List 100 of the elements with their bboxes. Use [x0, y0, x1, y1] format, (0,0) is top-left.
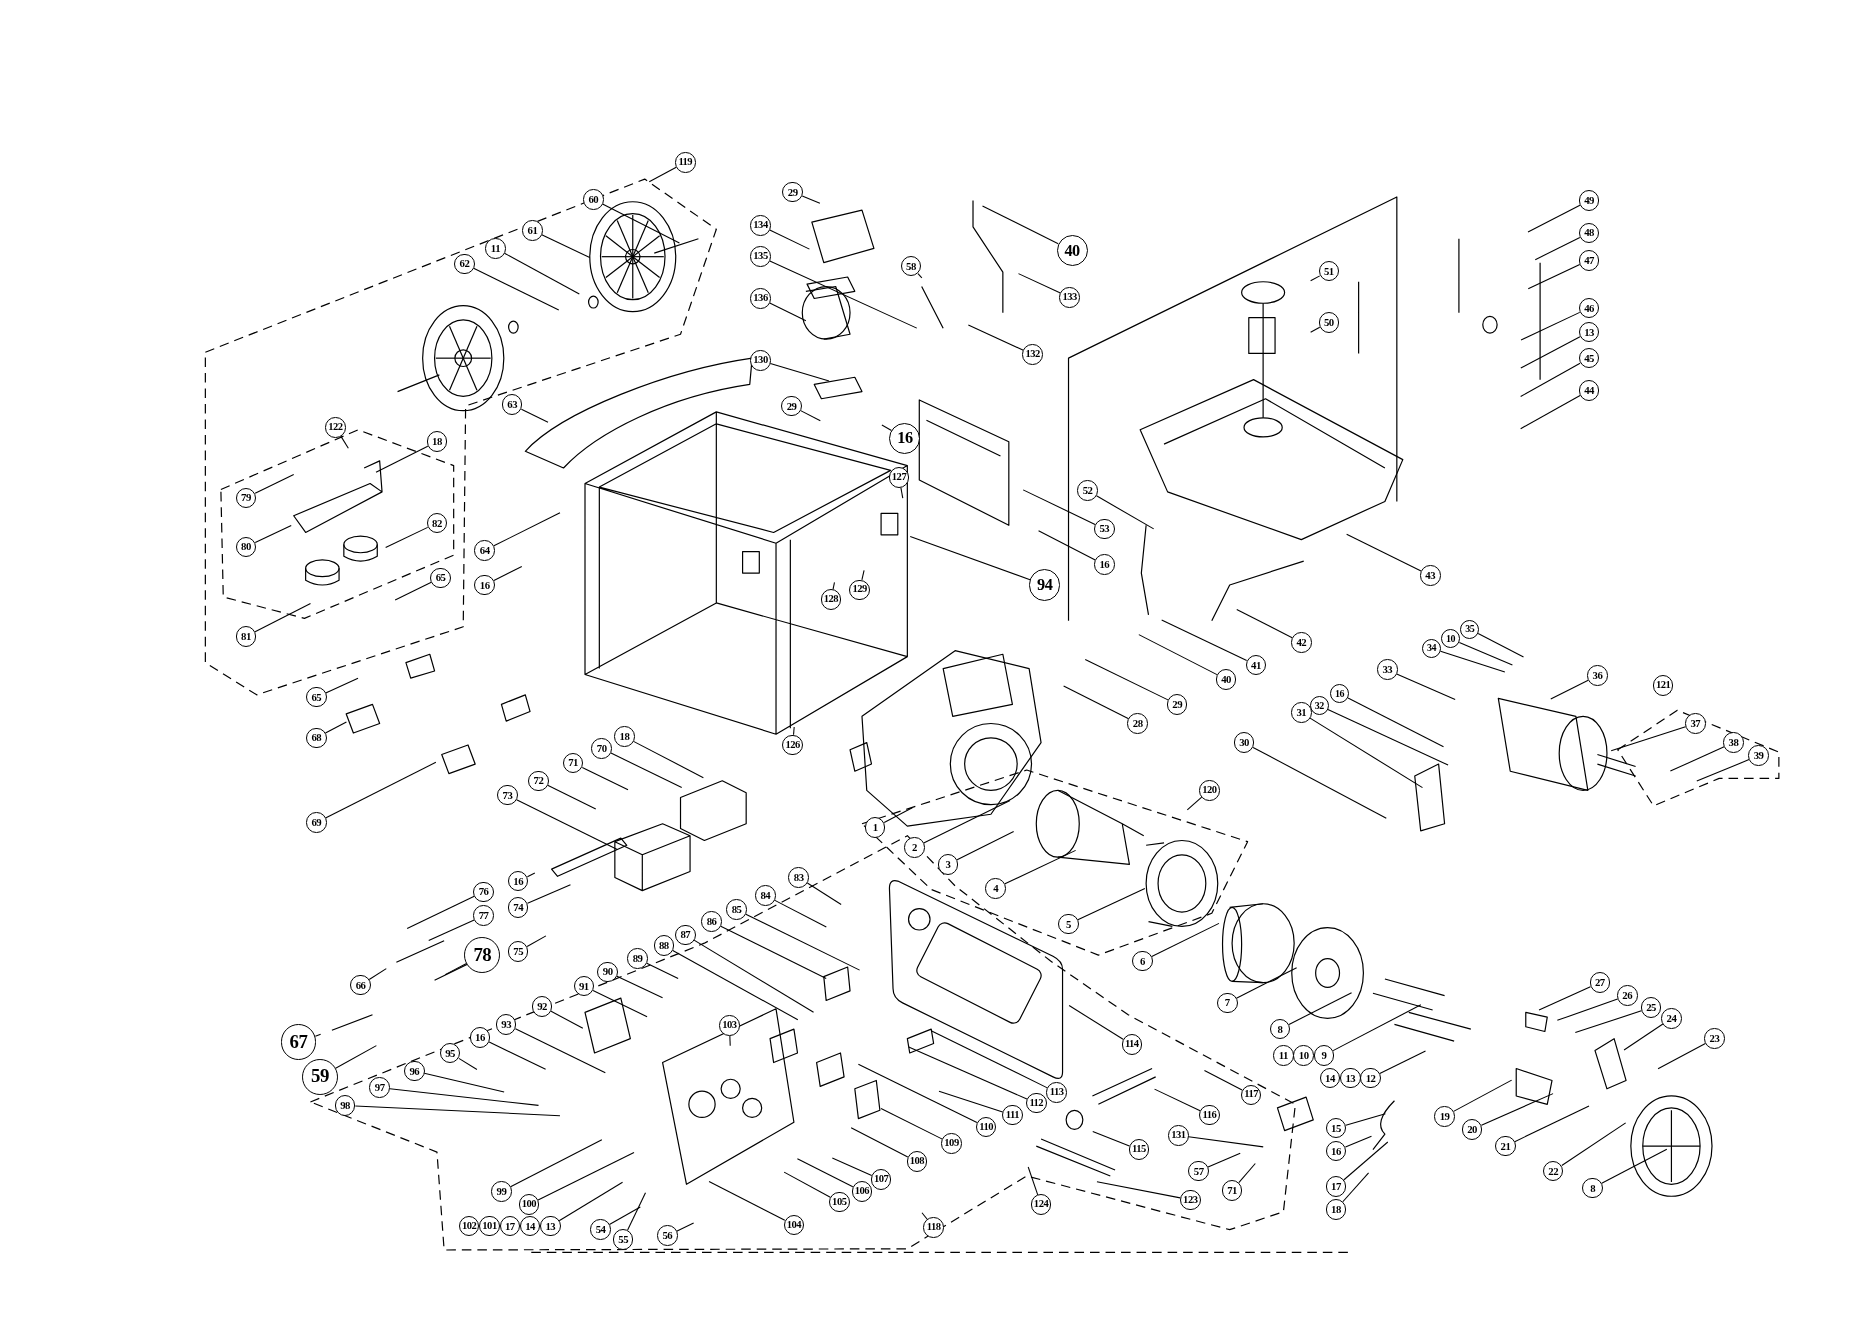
leader-line: [1534, 236, 1581, 261]
leader-line: [1327, 709, 1449, 766]
callout-number: 29: [1166, 694, 1188, 715]
callout-number: 18: [614, 726, 635, 747]
callout-number: 11: [1273, 1045, 1294, 1066]
callout-number: 14: [519, 1215, 541, 1237]
callout-number: 131: [1168, 1125, 1189, 1146]
callout-number: 37: [1685, 713, 1706, 734]
callout-number: 109: [941, 1133, 962, 1154]
leader-line: [385, 526, 429, 549]
callout-number: 135: [750, 246, 771, 267]
leader-line: [1236, 608, 1293, 639]
callout-number: 15: [1325, 1117, 1347, 1139]
leader-line: [1203, 1069, 1243, 1091]
leader-line: [773, 899, 827, 928]
leader-line: [1310, 326, 1321, 333]
callout-number: 16: [507, 870, 529, 892]
callout-number: 29: [782, 181, 803, 203]
leader-line: [1186, 796, 1203, 811]
leader-line: [1207, 1152, 1241, 1168]
callout-number: 100: [518, 1194, 540, 1215]
leader-line: [1096, 1181, 1181, 1199]
callout-number: 33: [1377, 659, 1398, 680]
callout-number: 14: [1319, 1067, 1341, 1089]
leader-line: [354, 1105, 561, 1117]
callout-number: 104: [783, 1214, 805, 1236]
leader-line: [1669, 746, 1725, 772]
callout-number: 3: [937, 854, 959, 875]
leader-line: [1344, 1135, 1372, 1148]
leader-line: [1235, 967, 1298, 999]
callout-number: 19: [1434, 1106, 1455, 1127]
leader-line: [1347, 697, 1445, 748]
callout-number: 114: [1121, 1034, 1143, 1055]
callout-number: 46: [1578, 297, 1600, 319]
callout-number: 42: [1291, 632, 1312, 653]
callout-number: 52: [1077, 480, 1098, 501]
callout-number: 133: [1059, 287, 1080, 308]
leader-line: [510, 1139, 603, 1188]
callout-number: 26: [1617, 985, 1638, 1006]
leader-line: [1309, 717, 1424, 789]
callout-number: 65: [306, 686, 327, 708]
leader-line: [1154, 1088, 1201, 1112]
leader-line: [917, 273, 923, 279]
leader-line: [708, 1180, 786, 1221]
leader-line: [1188, 1136, 1264, 1148]
leader-line: [368, 968, 387, 980]
callout-number: 29: [781, 395, 802, 417]
leader-line: [340, 435, 349, 449]
callout-number: 73: [497, 784, 518, 806]
leader-line: [428, 919, 475, 942]
callout-number: 47: [1578, 250, 1600, 271]
leader-line: [693, 939, 815, 1013]
leader-line: [526, 872, 536, 878]
leader-line: [325, 761, 437, 819]
callout-number: 56: [657, 1225, 678, 1246]
leader-line: [1396, 673, 1456, 701]
callout-number: 116: [1199, 1104, 1220, 1126]
callout-number: 6: [1132, 950, 1153, 972]
callout-number: 95: [439, 1042, 461, 1064]
callout-number: 18: [1325, 1199, 1347, 1220]
callout-number: 66: [350, 974, 371, 996]
callout-number: 24: [1661, 1008, 1682, 1029]
leader-line: [1520, 336, 1581, 369]
callout-number: 39: [1748, 745, 1769, 766]
leader-line: [646, 962, 679, 980]
callout-number: 40: [1056, 235, 1088, 267]
leader-line: [938, 1090, 1004, 1113]
leader-line: [880, 1107, 943, 1140]
leader-line: [796, 1158, 854, 1188]
leader-line: [1453, 1079, 1513, 1112]
leader-line: [1151, 922, 1220, 958]
callout-number: 23: [1704, 1028, 1725, 1049]
leader-line: [921, 1212, 928, 1220]
callout-number: 127: [888, 467, 910, 488]
leader-line: [1458, 641, 1513, 666]
leader-line: [1343, 1141, 1389, 1181]
leader-line: [537, 1152, 635, 1201]
callout-number: 88: [653, 935, 675, 956]
callout-number: 68: [306, 727, 327, 749]
callout-number: 13: [540, 1215, 561, 1237]
leader-line: [909, 536, 1031, 581]
leader-line: [769, 362, 830, 382]
leader-line: [930, 1030, 1048, 1089]
callout-number: 72: [528, 770, 549, 792]
leader-line: [793, 726, 795, 736]
callout-number: 119: [675, 152, 696, 173]
leader-line: [1556, 998, 1619, 1021]
callout-number: 45: [1578, 347, 1600, 369]
leader-line: [389, 1088, 540, 1106]
leader-line: [503, 252, 580, 295]
leader-line: [550, 1010, 584, 1029]
callout-number: 106: [851, 1181, 873, 1202]
callout-number: 8: [1269, 1018, 1291, 1040]
leader-line: [1520, 362, 1581, 398]
callout-number: 17: [499, 1215, 521, 1237]
callout-number: 16: [469, 1027, 491, 1048]
callout-number: 69: [306, 812, 327, 833]
callout-number: 120: [1199, 780, 1220, 801]
leader-line: [1095, 495, 1155, 530]
leader-line: [394, 581, 432, 601]
